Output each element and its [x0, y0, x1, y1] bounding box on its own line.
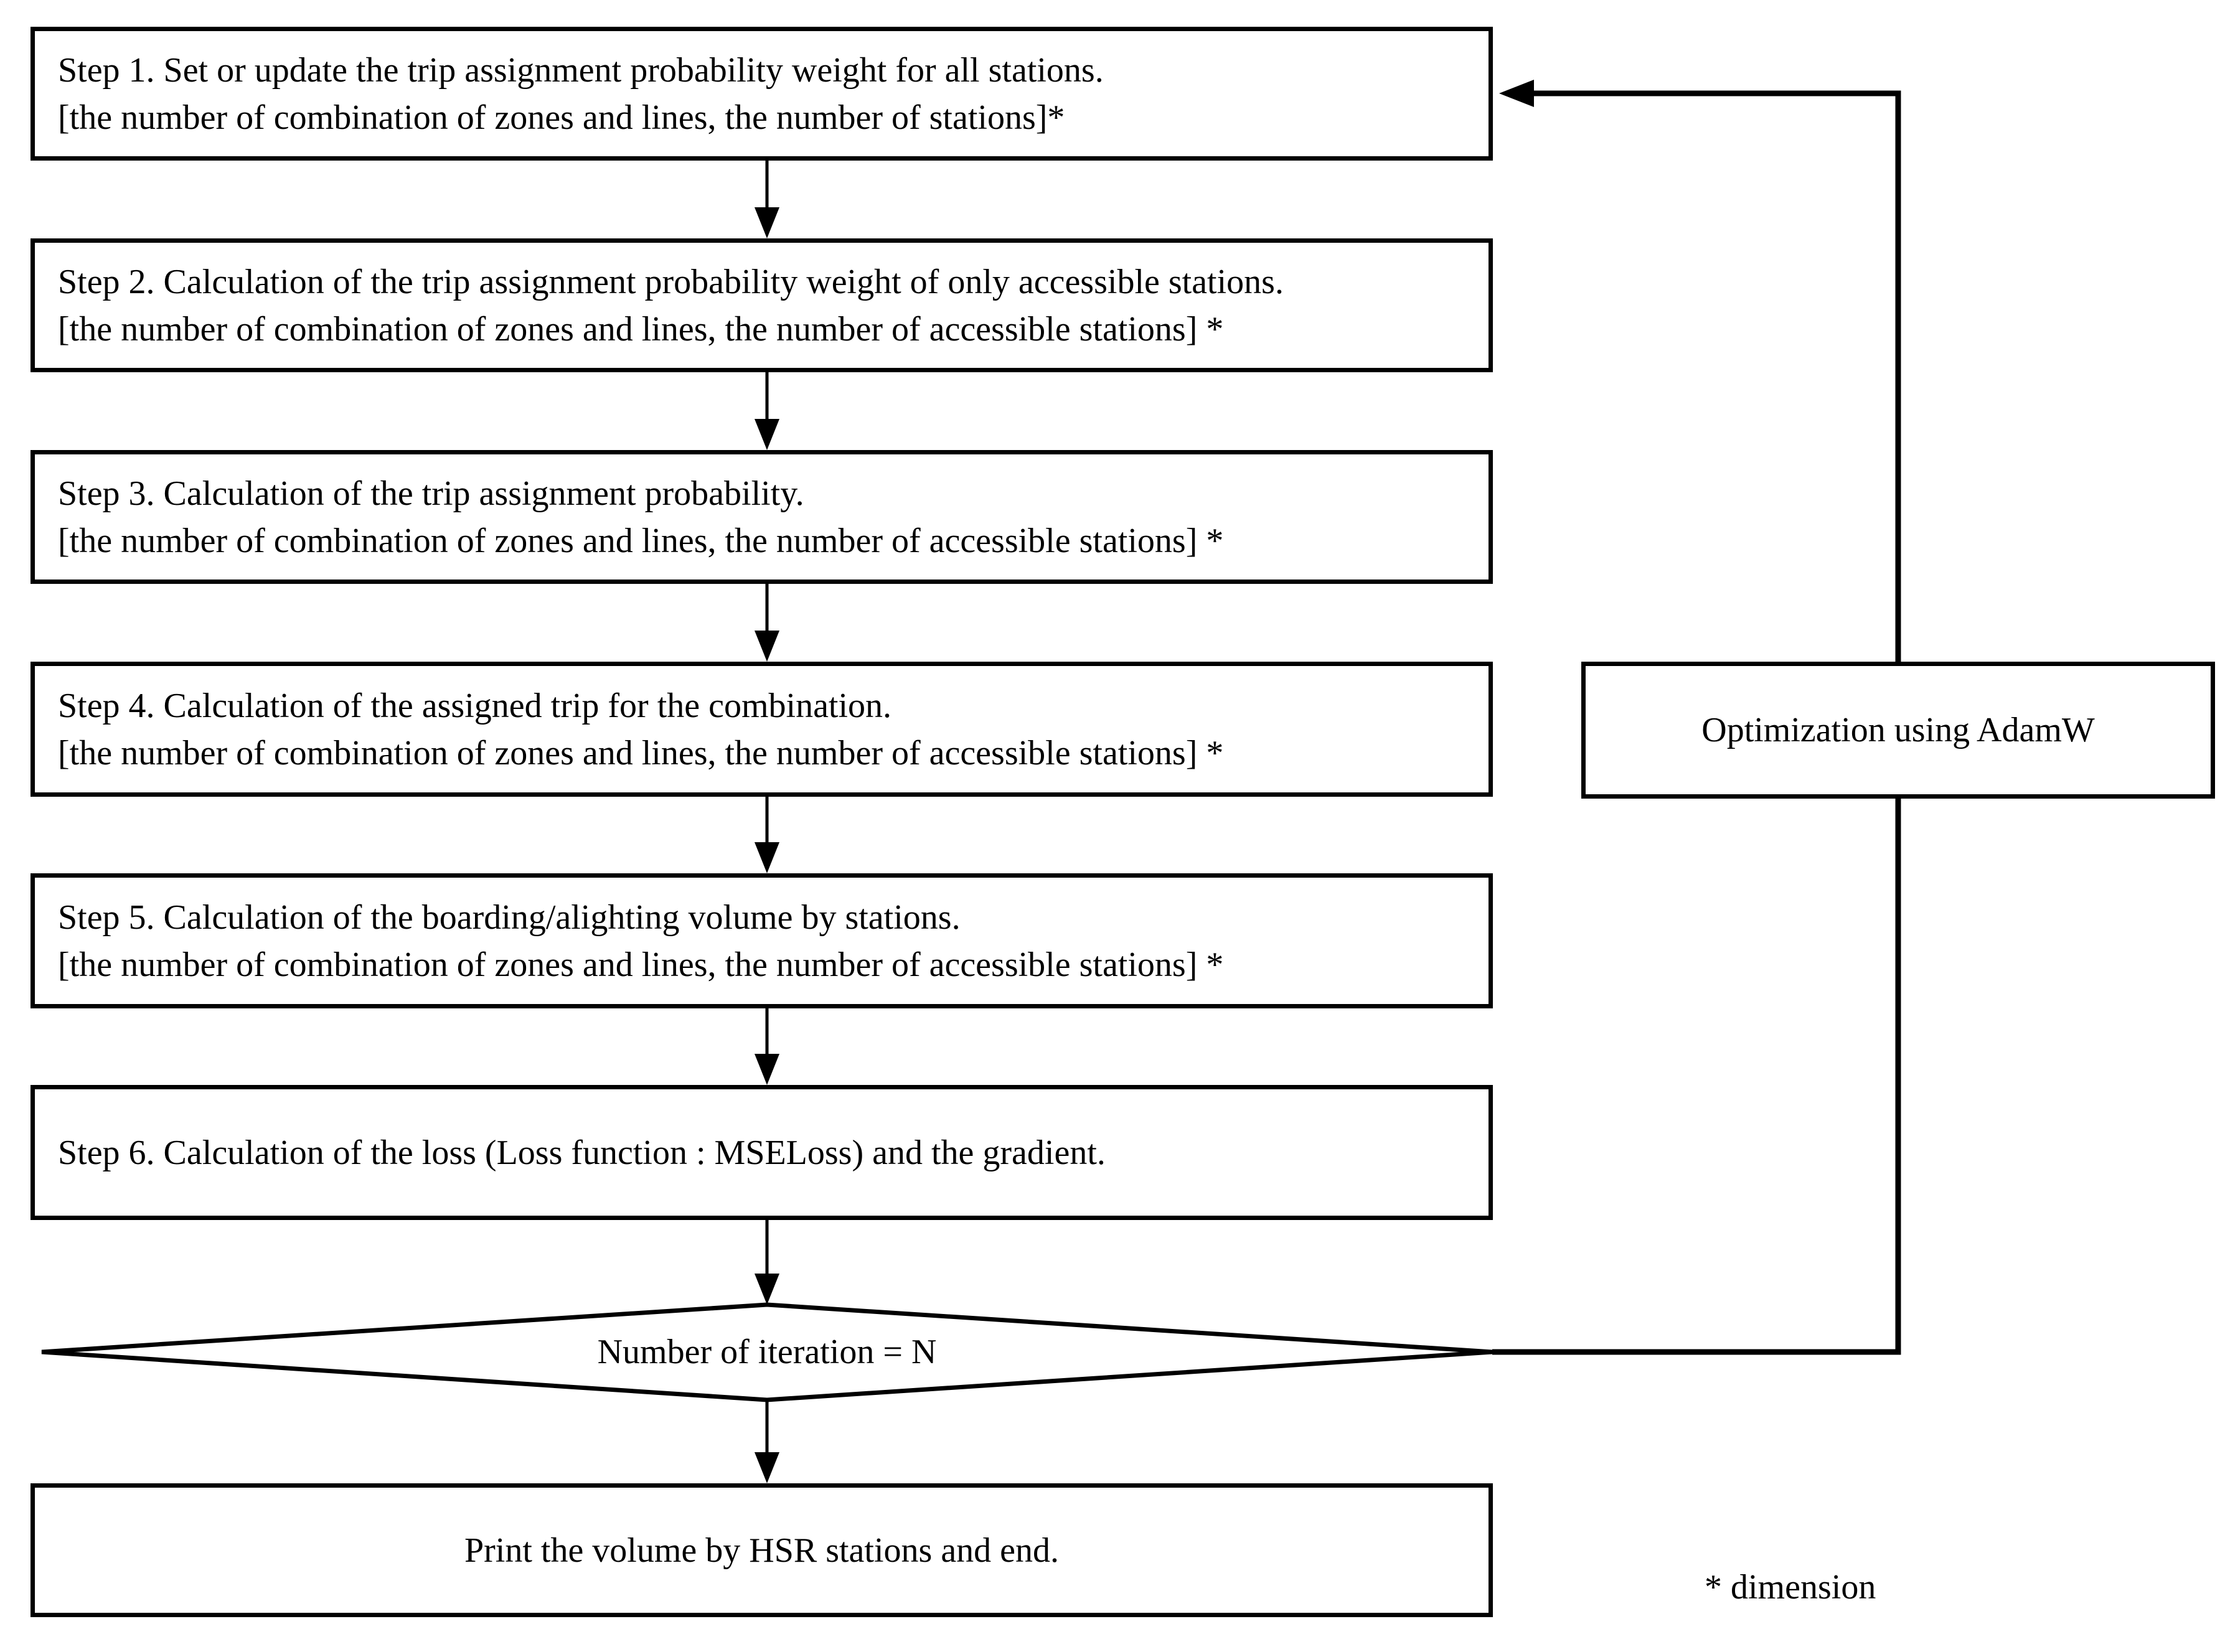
- arrowhead-icon: [755, 1054, 779, 1085]
- step6-box: Step 6. Calculation of the loss (Loss fu…: [31, 1085, 1493, 1220]
- step3-line2: [the number of combination of zones and …: [58, 521, 1224, 560]
- arrowhead-icon: [755, 207, 779, 238]
- decision-label: Number of iteration = N: [597, 1333, 937, 1371]
- step1-line2: [the number of combination of zones and …: [58, 98, 1065, 137]
- step5-line2: [the number of combination of zones and …: [58, 945, 1224, 984]
- step1-line1: Step 1. Set or update the trip assignmen…: [58, 50, 1104, 90]
- step2-line1: Step 2. Calculation of the trip assignme…: [58, 262, 1284, 301]
- arrow-decision-to-end: [755, 1400, 779, 1483]
- step5-box: Step 5. Calculation of the boarding/alig…: [31, 873, 1493, 1008]
- end-box-label: Print the volume by HSR stations and end…: [464, 1531, 1060, 1570]
- arrow-step6-to-decision: [755, 1220, 779, 1305]
- step5-line1: Step 5. Calculation of the boarding/alig…: [58, 898, 961, 937]
- decision-diamond-shape: [41, 1302, 1493, 1402]
- arrowhead-icon: [755, 419, 779, 450]
- arrowhead-icon: [755, 631, 779, 662]
- step1-box: Step 1. Set or update the trip assignmen…: [31, 27, 1493, 161]
- step3-line1: Step 3. Calculation of the trip assignme…: [58, 474, 804, 513]
- arrow-step3-to-step4: [755, 584, 779, 662]
- dimension-footnote: * dimension: [1705, 1568, 1876, 1607]
- arrow-step5-to-step6: [755, 1008, 779, 1085]
- step4-box: Step 4. Calculation of the assigned trip…: [31, 662, 1493, 797]
- arrow-step4-to-step5: [755, 797, 779, 873]
- optimization-adamw-label: Optimization using AdamW: [1701, 711, 2095, 749]
- step4-line2: [the number of combination of zones and …: [58, 733, 1224, 772]
- step2-box: Step 2. Calculation of the trip assignme…: [31, 238, 1493, 372]
- arrow-step2-to-step3: [755, 372, 779, 450]
- end-box: Print the volume by HSR stations and end…: [31, 1483, 1493, 1617]
- arrowhead-icon: [755, 1274, 779, 1305]
- feedback-arrowhead-icon: [1499, 80, 1534, 107]
- step3-box: Step 3. Calculation of the trip assignme…: [31, 450, 1493, 584]
- arrowhead-icon: [755, 1452, 779, 1483]
- arrow-step1-to-step2: [755, 161, 779, 238]
- optimization-adamw-box: Optimization using AdamW: [1581, 662, 2215, 799]
- arrowhead-icon: [755, 842, 779, 873]
- step4-line1: Step 4. Calculation of the assigned trip…: [58, 686, 892, 725]
- step2-line2: [the number of combination of zones and …: [58, 309, 1224, 349]
- step6-line1: Step 6. Calculation of the loss (Loss fu…: [58, 1133, 1106, 1172]
